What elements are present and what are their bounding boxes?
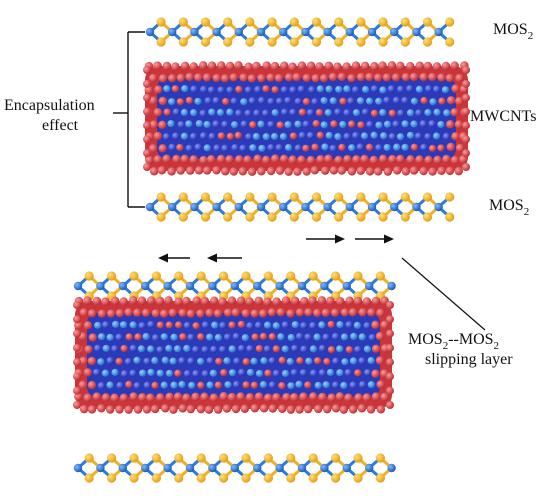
label-mwcnts: MWCNTs — [470, 108, 536, 125]
slipping-layer-leader — [401, 257, 486, 331]
label-mos2-top: MOS2 — [493, 21, 533, 42]
label-encapsulation: Encapsulation — [4, 97, 95, 114]
mos2-layer-shifted — [73, 271, 396, 301]
mwcnt-top — [143, 61, 470, 176]
mos2-layer-top — [145, 17, 455, 47]
arrow-left-icon — [207, 253, 242, 263]
molecular-layers — [73, 17, 470, 483]
mos2-layer-middle — [145, 192, 455, 222]
arrow-left-icon — [158, 253, 190, 263]
encapsulation-bracket — [113, 31, 145, 208]
mwcnt-bottom — [73, 296, 394, 414]
label-mos2-middle: MOS2 — [489, 197, 529, 218]
arrow-right-icon — [306, 234, 345, 244]
label-effect: effect — [42, 117, 79, 134]
mos2-layer-bottom — [73, 453, 396, 483]
label-slipping-layer: slipping layer — [425, 351, 513, 368]
label-slipping-layer-title: MOS2--MOS2 — [408, 331, 499, 352]
arrow-right-icon — [355, 234, 394, 244]
